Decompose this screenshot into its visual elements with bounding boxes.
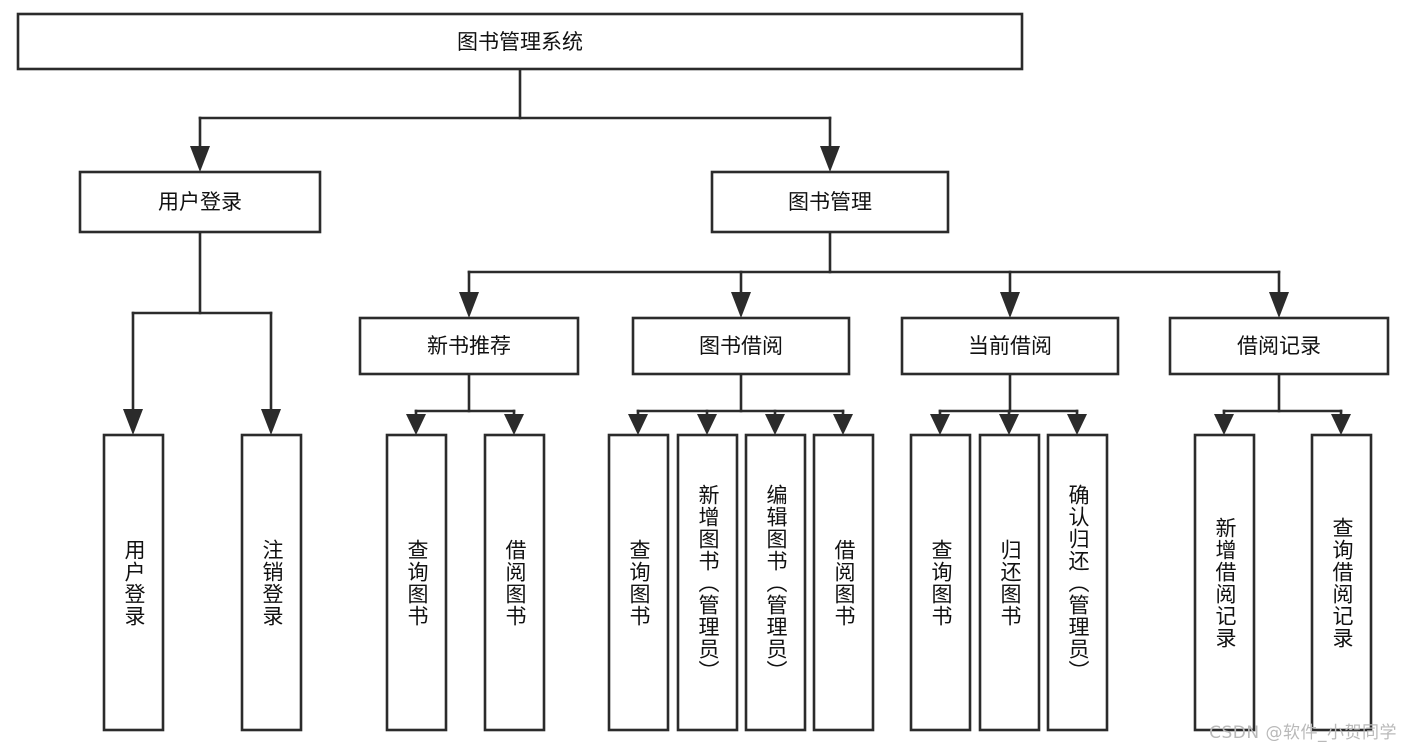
node-leaf-user-login[interactable] <box>102 433 165 732</box>
arrow-head-leaf-query-book-2 <box>628 414 648 435</box>
node-leaf-borrow-book-1[interactable] <box>483 433 546 732</box>
arrow-head-book-manage <box>820 146 840 172</box>
node-leaf-user-logout[interactable] <box>240 433 303 732</box>
node-leaf-query-book-3[interactable] <box>909 433 972 732</box>
node-leaf-query-book-1[interactable] <box>385 433 448 732</box>
arrow-head-leaf-user-login <box>123 409 143 435</box>
node-current-borrow[interactable] <box>900 316 1120 376</box>
node-user-login-label: 用户登录 <box>158 190 242 214</box>
arrow-head-leaf-query-book-1 <box>406 414 426 435</box>
arrow-head-leaf-borrow-book-2 <box>833 414 853 435</box>
arrow-head-leaf-edit-book <box>765 414 785 435</box>
arrow-head-current-borrow <box>1000 292 1020 318</box>
node-book-borrow-label: 图书借阅 <box>699 334 783 358</box>
node-new-book-recommend[interactable] <box>358 316 580 376</box>
node-borrow-record-label: 借阅记录 <box>1237 334 1321 358</box>
connector-layer <box>123 67 1351 435</box>
node-user-login[interactable] <box>78 170 322 234</box>
node-root-label: 图书管理系统 <box>457 30 583 54</box>
node-leaf-query-record[interactable] <box>1310 433 1373 732</box>
arrow-head-leaf-query-book-3 <box>930 414 950 435</box>
node-current-borrow-label: 当前借阅 <box>968 334 1052 358</box>
node-book-manage[interactable] <box>710 170 950 234</box>
node-leaf-edit-book[interactable] <box>744 433 807 732</box>
node-leaf-borrow-book-2[interactable] <box>812 433 875 732</box>
arrow-head-leaf-add-record <box>1214 414 1234 435</box>
node-book-borrow[interactable] <box>631 316 851 376</box>
arrow-head-leaf-borrow-book-1 <box>504 414 524 435</box>
arrow-head-book-borrow <box>731 292 751 318</box>
arrow-head-new-book-recommend <box>459 292 479 318</box>
node-leaf-add-record[interactable] <box>1193 433 1256 732</box>
node-leaf-add-book[interactable] <box>676 433 739 732</box>
node-leaf-query-book-2[interactable] <box>607 433 670 732</box>
node-leaf-return-book[interactable] <box>978 433 1041 732</box>
node-root[interactable] <box>16 12 1024 71</box>
node-new-book-recommend-label: 新书推荐 <box>427 334 511 358</box>
node-book-manage-label: 图书管理 <box>788 190 872 214</box>
arrow-head-leaf-return-book <box>999 414 1019 435</box>
arrow-head-borrow-record <box>1269 292 1289 318</box>
node-borrow-record[interactable] <box>1168 316 1390 376</box>
arrow-head-leaf-add-book <box>697 414 717 435</box>
arrow-head-user-login <box>190 146 210 172</box>
arrow-head-leaf-confirm-return <box>1067 414 1087 435</box>
arrow-head-leaf-query-record <box>1331 414 1351 435</box>
watermark: CSDN @软件_小贺同学 <box>1209 723 1397 743</box>
node-leaf-confirm-return[interactable] <box>1046 433 1109 732</box>
arrow-head-leaf-user-logout <box>261 409 281 435</box>
node-layer: 图书管理系统 用户登录 图书管理 新书推荐 图书借阅 当前借阅 借阅记录 <box>16 12 1390 732</box>
